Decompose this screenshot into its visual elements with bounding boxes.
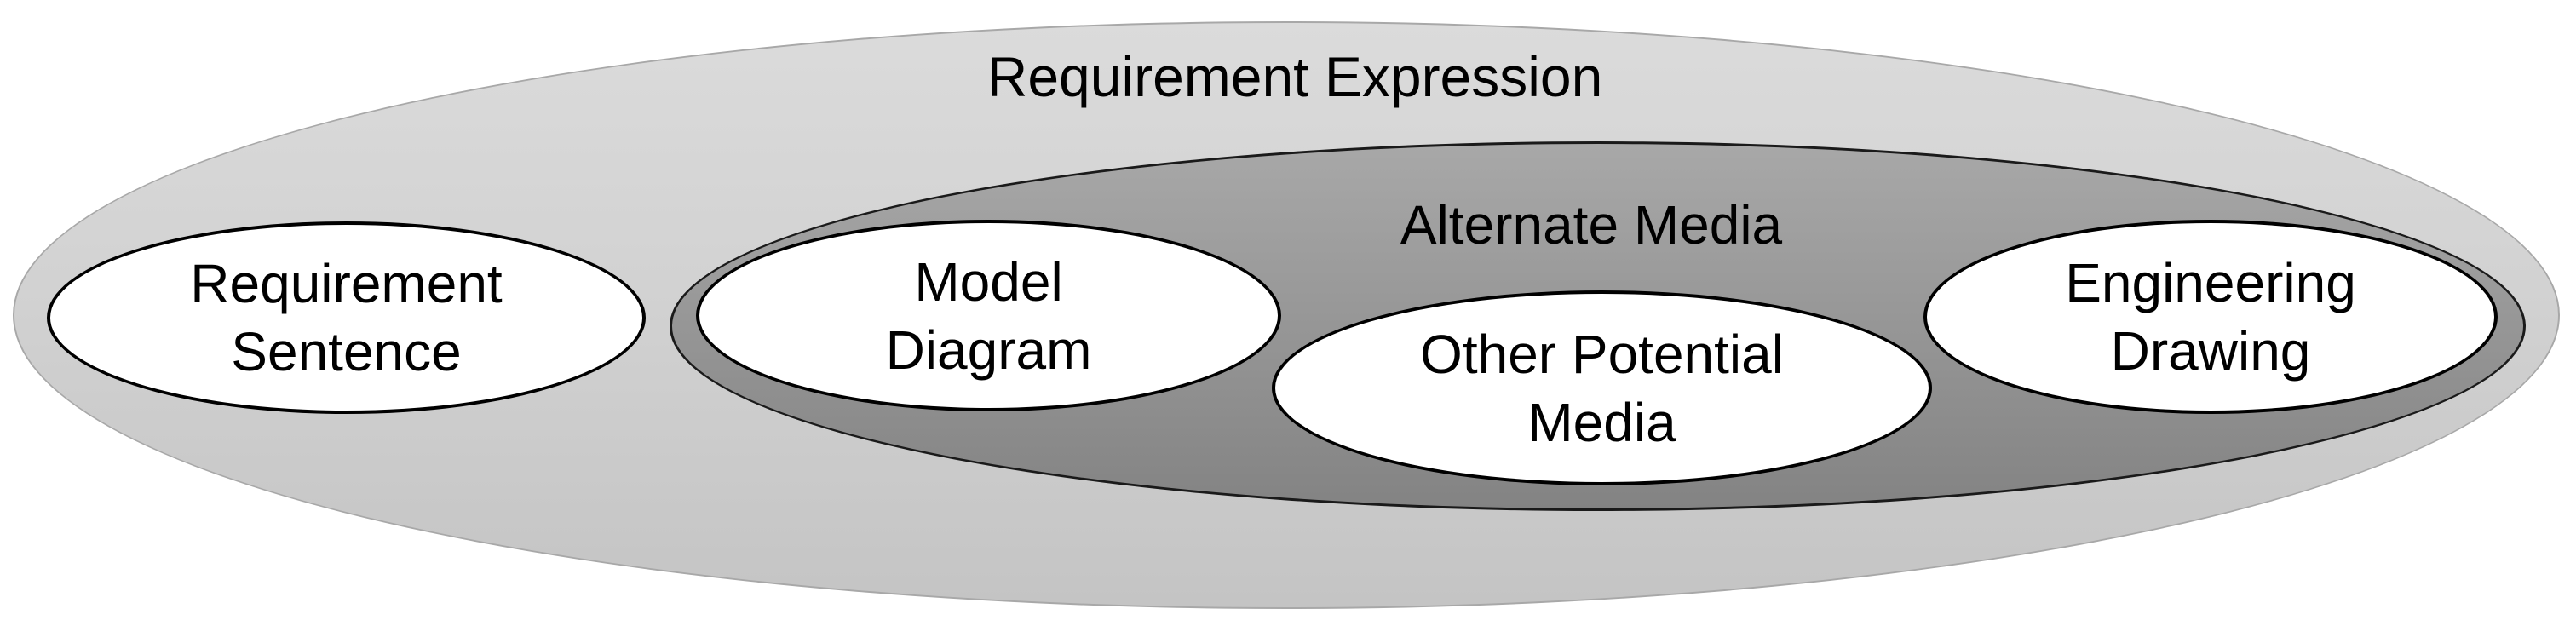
other-potential-media-label-line1: Other Potential [1420,323,1784,385]
requirement-sentence-label-line1: Requirement [190,253,503,314]
other-potential-media-label-line2: Media [1527,391,1676,453]
requirement-sentence-label-line2: Sentence [231,321,462,382]
engineering-drawing-label-line2: Drawing [2110,320,2311,382]
model-diagram-ellipse: Model Diagram [696,220,1281,411]
requirement-sentence-ellipse: Requirement Sentence [47,221,646,414]
model-diagram-label-line1: Model [914,250,1063,313]
alternate-media-label: Alternate Media [1400,194,1783,256]
engineering-drawing-label-line1: Engineering [2065,252,2356,313]
engineering-drawing-ellipse: Engineering Drawing [1923,220,2498,414]
model-diagram-label-line2: Diagram [885,319,1092,381]
requirement-expression-label: Requirement Expression [986,45,1603,108]
other-potential-media-ellipse: Other Potential Media [1272,290,1932,485]
